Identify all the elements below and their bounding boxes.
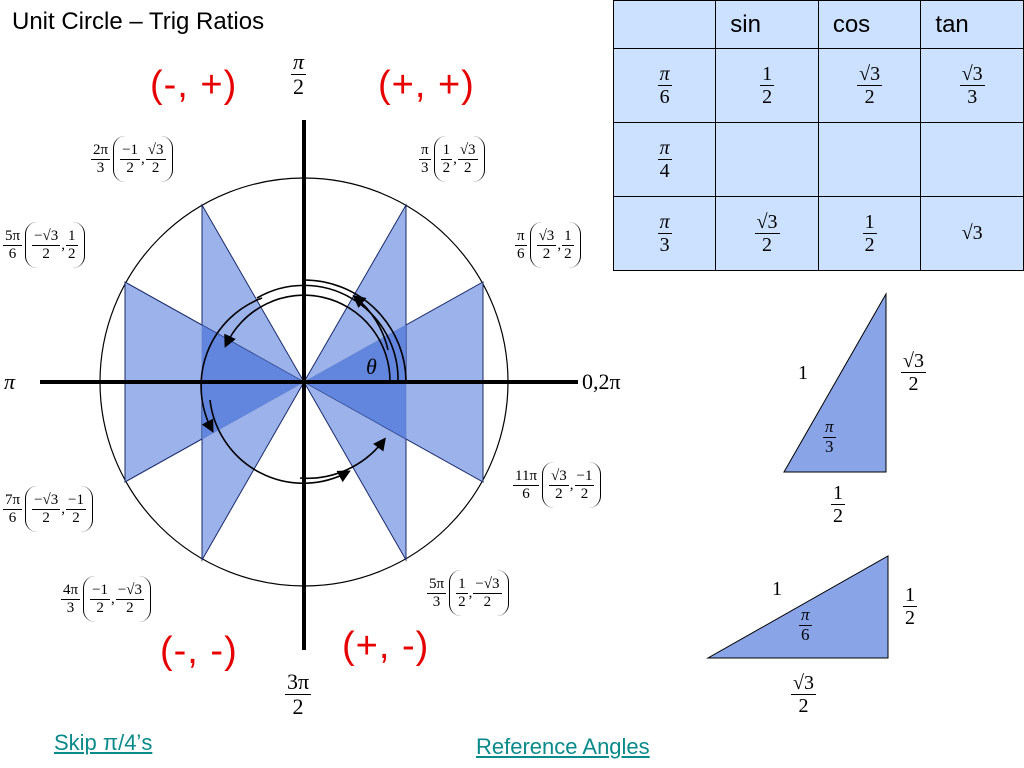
quadrant-2-signs: (-, +) — [150, 64, 238, 106]
tri60-hyp-label: 1 — [798, 362, 808, 384]
reference-angles-link[interactable]: Reference Angles — [476, 734, 650, 759]
axis-label-left: π — [4, 369, 16, 394]
axis-label-right: 0,2π — [582, 369, 621, 394]
arc-q1-small — [352, 294, 389, 351]
table-header-tan: tan — [920, 0, 1024, 49]
arc-q4 — [299, 437, 386, 480]
table-header-corner — [612, 0, 717, 49]
quadrant-1-signs: (+, +) — [378, 64, 475, 106]
table-header-cos: cos — [817, 0, 922, 49]
tri30-hyp-label: 1 — [772, 578, 782, 600]
arc-outer-q1 — [256, 284, 399, 383]
table-cell-tan — [920, 122, 1024, 197]
table-header-row: sin cos tan — [612, 0, 1024, 49]
page-title: Unit Circle – Trig Ratios — [12, 8, 265, 35]
overlap-q1 — [304, 325, 406, 382]
overlap-q4 — [304, 382, 406, 439]
arc-second — [224, 294, 391, 383]
quadrant-3-signs: (-, -) — [160, 630, 238, 672]
skip-pi-4-link[interactable]: Skip π/4’s — [54, 730, 153, 755]
table-cell-sin — [715, 122, 819, 197]
theta-label: θ — [366, 354, 377, 379]
table-header-sin: sin — [715, 0, 819, 49]
arc-q3 — [209, 399, 351, 485]
arc-theta — [303, 279, 407, 383]
overlap-q3 — [202, 382, 304, 439]
quadrant-4-signs: (+, -) — [342, 625, 430, 667]
ref-triangle-30 — [706, 555, 889, 659]
table-cell-tan: √3 — [920, 196, 1024, 271]
arc-q2 — [200, 297, 263, 433]
ref-triangle-60 — [783, 292, 887, 473]
table-cell-cos — [817, 122, 922, 197]
